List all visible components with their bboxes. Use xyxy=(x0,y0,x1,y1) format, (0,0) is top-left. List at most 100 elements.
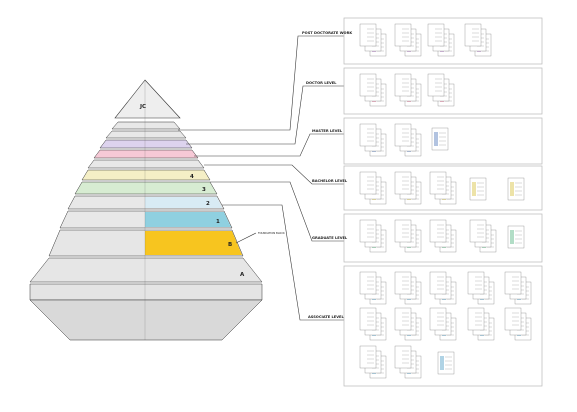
document-stack xyxy=(359,271,387,305)
leader-doctor xyxy=(186,85,344,145)
level-label-master: MASTER LEVEL xyxy=(312,129,343,133)
level-label-doctor: DOCTOR LEVEL xyxy=(306,81,337,85)
pyramid-base-front xyxy=(29,283,263,301)
document-stack xyxy=(467,271,495,305)
pyramid: JC 4 3 2 1 B A FOUNDATION BLOCK xyxy=(29,79,285,341)
pyramid-apex xyxy=(114,79,181,119)
tier-5-slab xyxy=(87,159,205,169)
document-accent xyxy=(510,182,514,196)
tier-b-label: B xyxy=(228,242,232,248)
document-thumbnails xyxy=(359,23,532,379)
tier-b-face xyxy=(145,231,242,255)
document-stack xyxy=(427,23,455,57)
foundation-note: FOUNDATION BLOCK xyxy=(258,231,285,235)
document-stack xyxy=(394,73,422,107)
document-sheet xyxy=(359,219,377,243)
document-sheet xyxy=(429,307,447,331)
document-sheet xyxy=(467,271,485,295)
document-stack xyxy=(359,345,387,379)
level-panels: POST DOCTORATE WORK DOCTOR LEVEL MASTER … xyxy=(302,17,543,387)
level-label-graduate: GRADUATE LEVEL xyxy=(312,236,348,240)
pyramid-base-bottom xyxy=(29,299,263,341)
tier-4-slab xyxy=(81,169,211,181)
tier-4-label: 4 xyxy=(190,174,194,180)
document-sheet xyxy=(394,345,412,369)
document-sheet xyxy=(469,219,487,243)
tier-1-face xyxy=(145,212,231,227)
leader-associate xyxy=(222,204,344,321)
level-label-associate: ASSOCIATE LEVEL xyxy=(308,315,344,319)
document-stack xyxy=(429,307,457,341)
document-sheet xyxy=(359,171,377,195)
tier-3-slab xyxy=(74,181,218,195)
document-sheet xyxy=(429,219,447,243)
document-stack xyxy=(467,307,495,341)
tier-3-label: 3 xyxy=(202,187,206,193)
document-stack xyxy=(504,307,532,341)
leader-bachelor xyxy=(204,164,344,185)
document-stack xyxy=(359,307,387,341)
leader-lines xyxy=(178,35,344,321)
leader-post-doctorate xyxy=(178,35,344,131)
level-label-post-doctorate: POST DOCTORATE WORK xyxy=(302,31,352,35)
document-accent xyxy=(440,356,444,370)
document-sheet xyxy=(427,73,445,97)
document-sheet xyxy=(504,307,522,331)
document-sheet xyxy=(394,219,412,243)
document-sheet xyxy=(394,307,412,331)
document-sheet xyxy=(394,171,412,195)
tier-a-label: A xyxy=(240,272,245,278)
document-sheet xyxy=(394,123,412,147)
document-sheet xyxy=(359,23,377,47)
document-sheet xyxy=(504,271,522,295)
apex-label: JC xyxy=(139,104,146,110)
document-sheet xyxy=(394,73,412,97)
document-stack xyxy=(359,73,387,107)
document-stack xyxy=(429,219,457,253)
document-stack xyxy=(359,171,387,205)
document-stack xyxy=(359,23,387,57)
tier-1-label: 1 xyxy=(216,219,220,225)
document-sheet xyxy=(359,307,377,331)
level-label-bachelor: BACHELOR LEVEL xyxy=(312,179,348,183)
document-accent xyxy=(472,182,476,196)
document-accent xyxy=(434,132,438,146)
document-sheet xyxy=(394,271,412,295)
leader-master xyxy=(194,133,344,157)
document-sheet xyxy=(427,23,445,47)
document-stack xyxy=(359,219,387,253)
document-stack xyxy=(429,171,457,205)
document-stack xyxy=(504,271,532,305)
document-sheet xyxy=(359,73,377,97)
document-stack xyxy=(469,177,487,201)
document-sheet xyxy=(359,123,377,147)
tier-2-face xyxy=(145,197,222,208)
document-sheet xyxy=(467,307,485,331)
tier-9-slab xyxy=(111,121,181,130)
document-accent xyxy=(510,230,514,244)
document-stack xyxy=(394,345,422,379)
document-stack xyxy=(464,23,492,57)
document-stack xyxy=(429,271,457,305)
tier-a-slab xyxy=(29,257,263,283)
document-stack xyxy=(437,351,455,375)
document-stack xyxy=(394,23,422,57)
document-stack xyxy=(431,127,449,151)
tier-2-label: 2 xyxy=(206,201,210,207)
document-stack xyxy=(394,271,422,305)
leader-graduate xyxy=(210,181,344,242)
document-stack xyxy=(394,307,422,341)
document-sheet xyxy=(359,345,377,369)
document-stack xyxy=(469,219,497,253)
document-sheet xyxy=(464,23,482,47)
document-stack xyxy=(507,225,525,249)
document-sheet xyxy=(429,171,447,195)
tier-7-slab xyxy=(99,139,193,149)
document-stack xyxy=(394,123,422,157)
tier-8-slab xyxy=(105,130,187,139)
document-stack xyxy=(394,171,422,205)
tier-6-slab xyxy=(93,149,199,159)
document-stack xyxy=(427,73,455,107)
foundation-leader xyxy=(235,232,257,244)
